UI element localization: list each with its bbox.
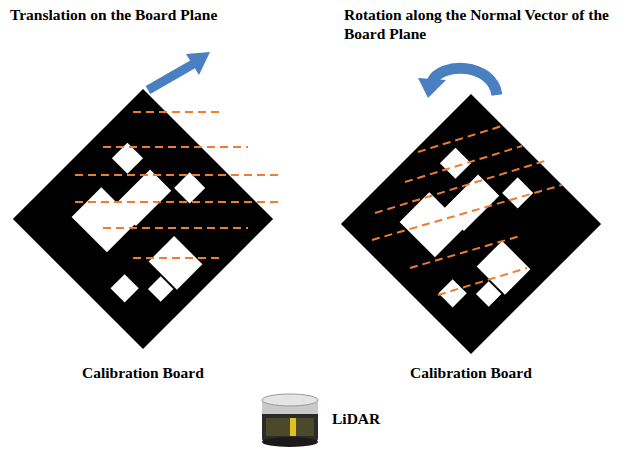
panel-title: Rotation along the Normal Vector of the …	[344, 6, 622, 43]
calibration-board	[341, 94, 601, 354]
lidar-icon	[262, 394, 318, 447]
rotation-arrow	[418, 68, 497, 98]
scan-lines	[75, 112, 283, 258]
board-caption: Calibration Board	[410, 364, 532, 383]
calibration-board	[13, 89, 273, 349]
translation-arrow	[148, 52, 210, 90]
board-caption: Calibration Board	[82, 364, 204, 383]
device-label: LiDAR	[332, 410, 380, 429]
panel-title: Translation on the Board Plane	[10, 6, 330, 25]
scan-lines	[372, 126, 562, 295]
